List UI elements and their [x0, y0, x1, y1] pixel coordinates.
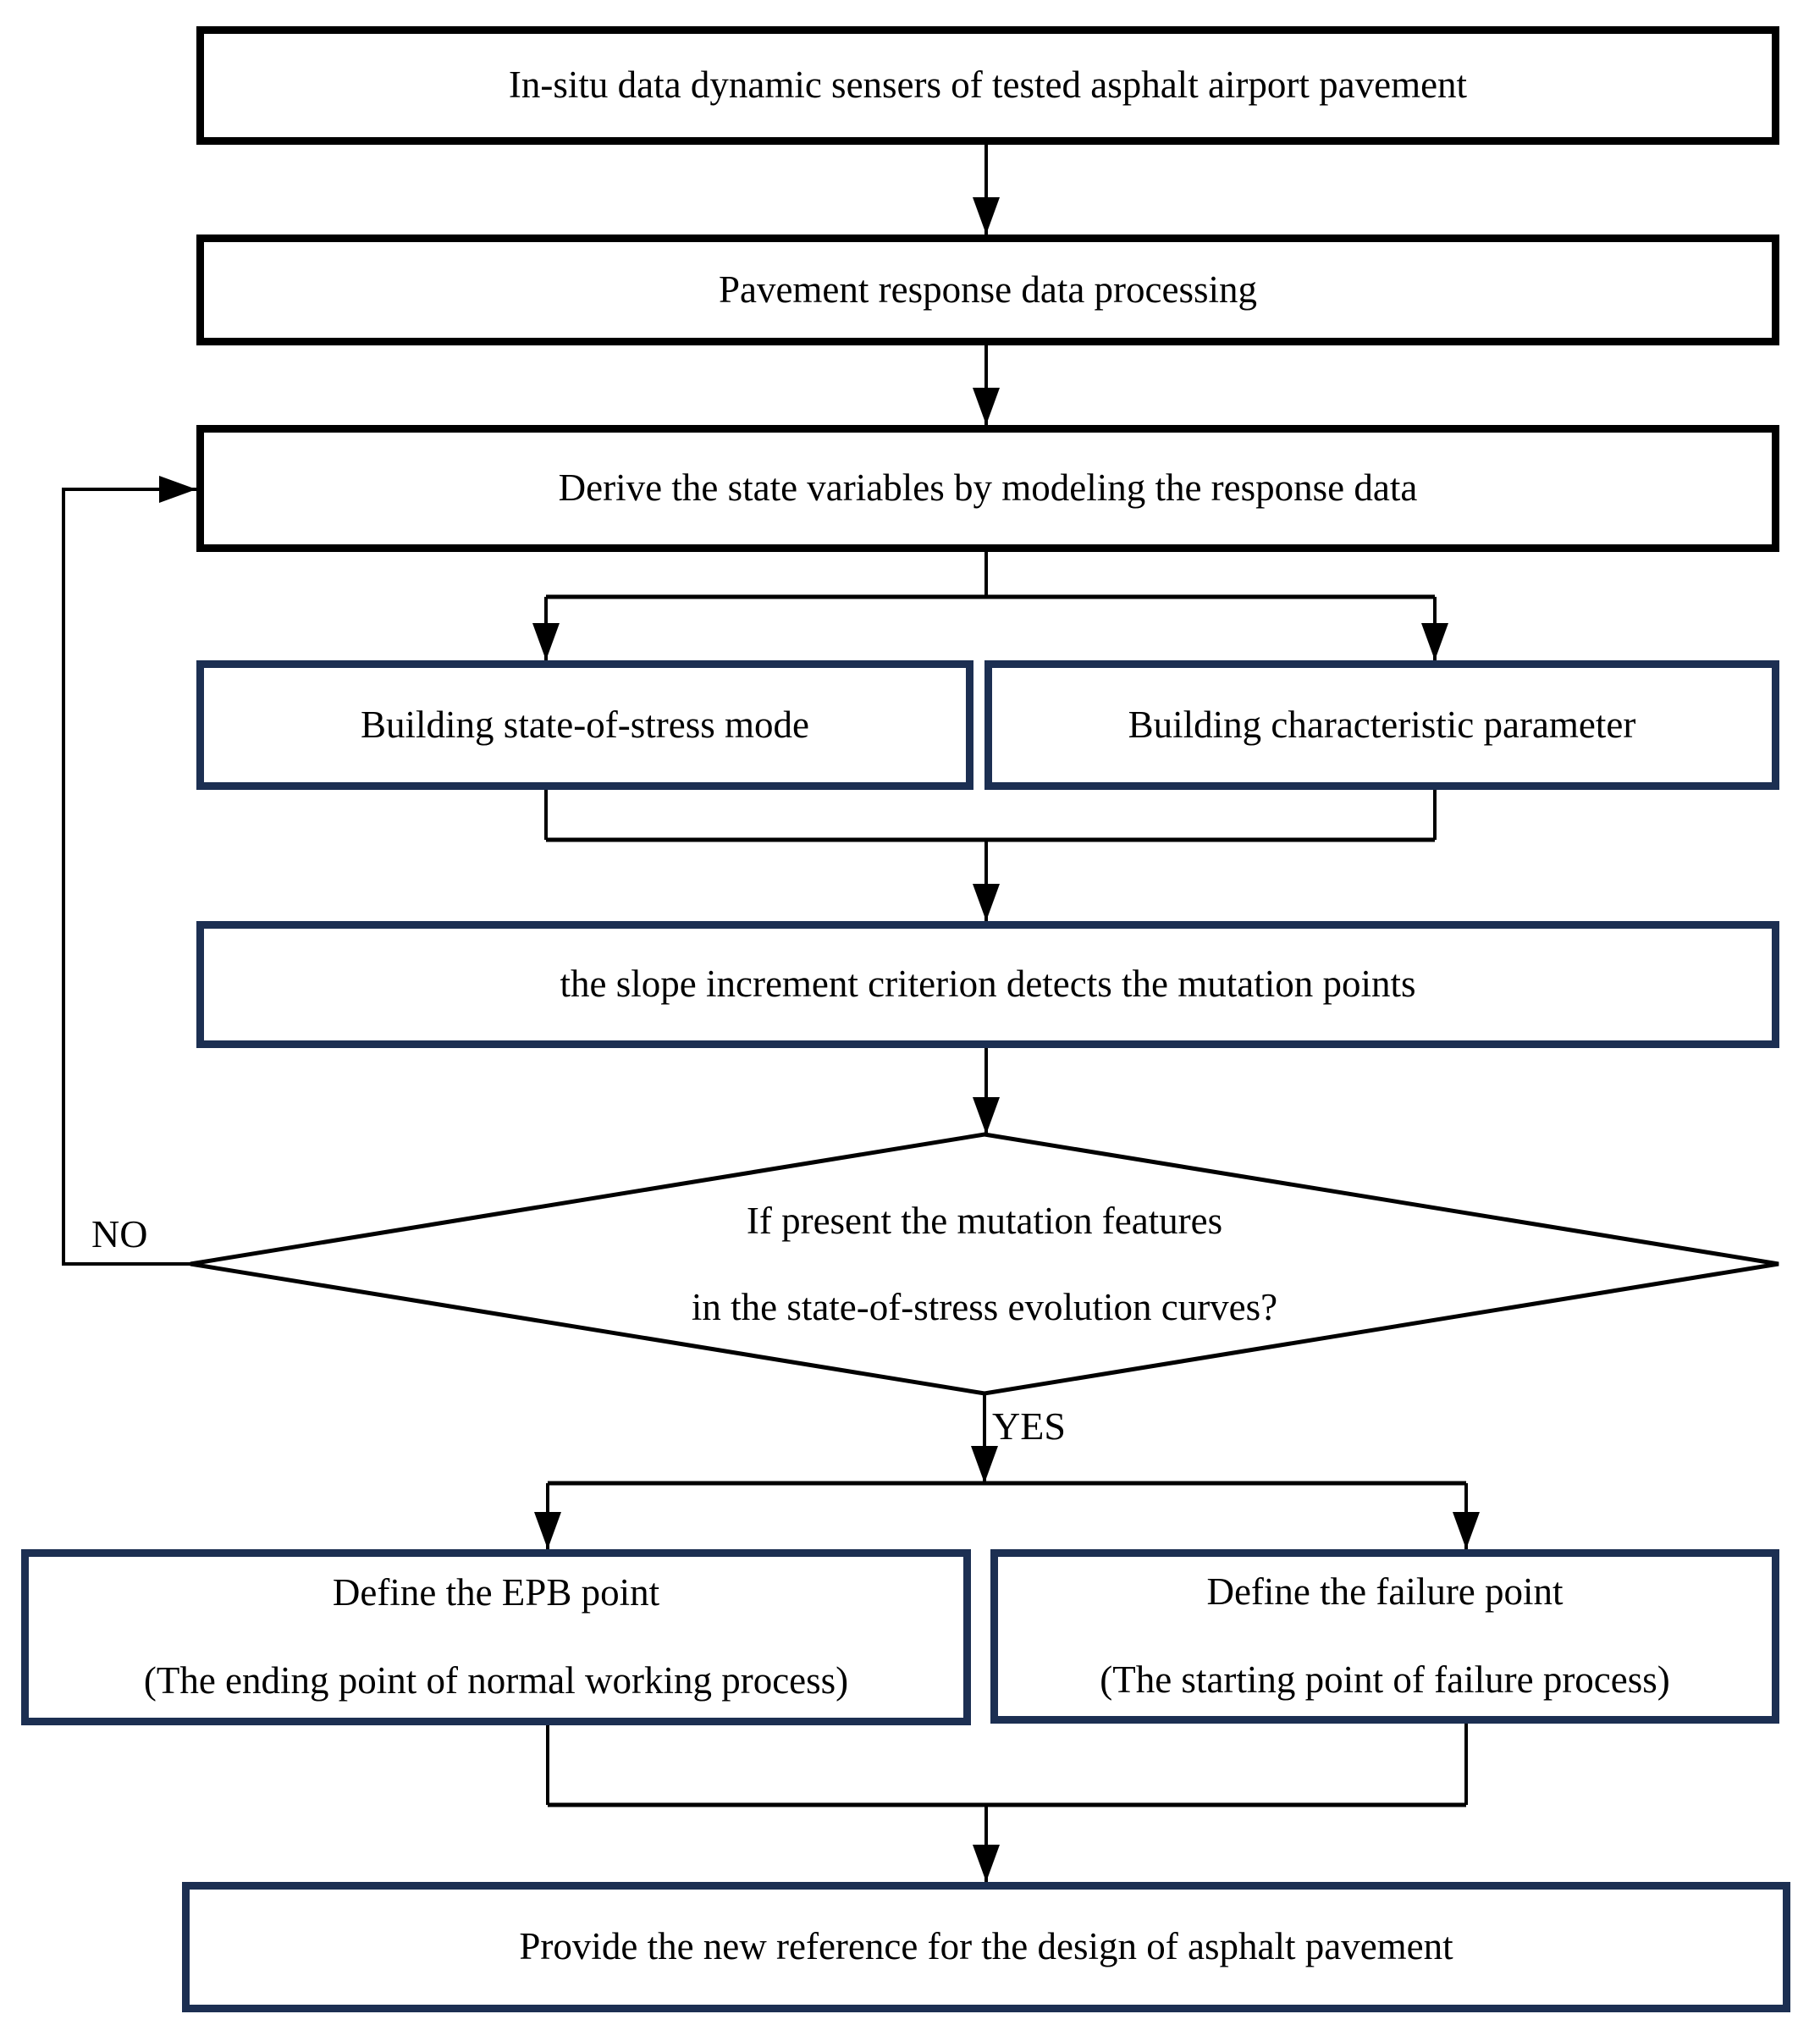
node-define-failure-point-line2: (The starting point of failure process) [1100, 1658, 1670, 1701]
decision-text-line2: in the state-of-stress evolution curves? [691, 1286, 1278, 1328]
node-define-epb-point-line1: Define the EPB point [332, 1571, 660, 1614]
node-insitu-data: In-situ data dynamic sensers of tested a… [196, 26, 1779, 145]
node-define-epb-point-line2: (The ending point of normal working proc… [143, 1659, 849, 1702]
node-define-failure-point: Define the failure point (The starting p… [990, 1549, 1779, 1724]
node-define-epb-point: Define the EPB point (The ending point o… [21, 1549, 971, 1725]
edge-label-no: NO [91, 1212, 148, 1255]
node-derive-state-variables: Derive the state variables by modeling t… [196, 425, 1779, 552]
node-building-stress-mode-label: Building state-of-stress mode [361, 703, 809, 746]
node-provide-reference: Provide the new reference for the design… [182, 1882, 1790, 2012]
edge-label-yes: YES [992, 1404, 1066, 1448]
decision-text-line1: If present the mutation features [746, 1200, 1223, 1242]
node-provide-reference-label: Provide the new reference for the design… [519, 1925, 1453, 1968]
node-slope-increment-criterion-label: the slope increment criterion detects th… [560, 963, 1416, 1006]
decision-diamond-shape [190, 1132, 1779, 1396]
node-response-processing-label: Pavement response data processing [718, 268, 1258, 311]
node-slope-increment-criterion: the slope increment criterion detects th… [196, 921, 1779, 1048]
node-building-characteristic-parameter-label: Building characteristic parameter [1128, 703, 1636, 746]
node-building-characteristic-parameter: Building characteristic parameter [984, 660, 1779, 790]
node-insitu-data-label: In-situ data dynamic sensers of tested a… [508, 63, 1468, 107]
node-derive-state-variables-label: Derive the state variables by modeling t… [558, 466, 1418, 510]
node-define-failure-point-line1: Define the failure point [1206, 1570, 1564, 1614]
node-building-stress-mode: Building state-of-stress mode [196, 660, 973, 790]
node-response-processing: Pavement response data processing [196, 234, 1779, 345]
